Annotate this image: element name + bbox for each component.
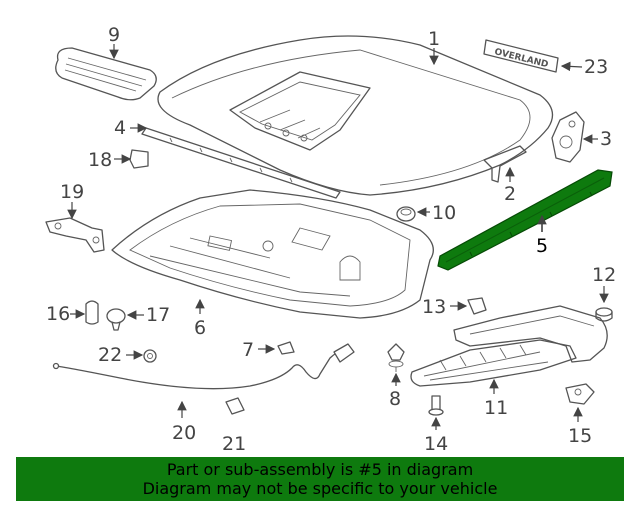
part-12-bumper-stop <box>595 307 613 322</box>
part-3-latch <box>551 111 585 163</box>
callout-12: 12 <box>592 264 616 286</box>
callout-9: 9 <box>108 24 120 46</box>
part-22-grommet <box>143 349 157 363</box>
info-banner: Part or sub-assembly is #5 in diagram Di… <box>16 457 624 501</box>
callout-3: 3 <box>600 128 612 150</box>
callout-8: 8 <box>389 388 401 410</box>
callout-10: 10 <box>432 202 456 224</box>
part-5-seal-highlighted <box>437 169 613 271</box>
part-11-air-duct <box>410 305 608 387</box>
callout-17: 17 <box>146 304 170 326</box>
part-4-weatherstrip <box>141 127 341 199</box>
callout-21: 21 <box>222 433 246 455</box>
callout-7: 7 <box>242 339 254 361</box>
callout-16: 16 <box>46 303 70 325</box>
part-20-release-cable <box>52 343 355 390</box>
callout-1: 1 <box>428 28 440 50</box>
part-14-bolt <box>428 395 444 416</box>
banner-line-1: Part or sub-assembly is #5 in diagram <box>166 460 474 479</box>
part-9-hood-vent <box>55 47 157 101</box>
callout-2: 2 <box>504 183 516 205</box>
parts-diagram: 9 1 OVERLAND 23 4 18 3 2 <box>45 24 616 455</box>
part-23-emblem: OVERLAND <box>483 39 559 73</box>
part-17-push-pin <box>106 308 126 331</box>
part-18-clip <box>129 149 149 169</box>
part-2-striker <box>483 145 527 183</box>
callout-5: 5 <box>536 235 548 257</box>
callout-19: 19 <box>60 181 84 203</box>
part-13-clip <box>467 297 487 315</box>
callout-20: 20 <box>172 422 196 444</box>
leader-23 <box>560 61 583 72</box>
part-10-bumper <box>396 206 416 222</box>
callout-14: 14 <box>424 433 448 455</box>
callout-15: 15 <box>568 425 592 447</box>
part-21-clip <box>225 397 245 415</box>
callout-18: 18 <box>88 149 112 171</box>
callout-4: 4 <box>114 117 126 139</box>
part-16-plug <box>85 300 99 325</box>
part-19-hinge <box>45 217 105 253</box>
part-15-bracket <box>565 383 595 405</box>
callout-13: 13 <box>422 296 446 318</box>
banner-line-2: Diagram may not be specific to your vehi… <box>142 479 498 498</box>
callout-23: 23 <box>584 56 608 78</box>
part-8-retainer <box>387 343 405 372</box>
callout-6: 6 <box>194 317 206 339</box>
callout-11: 11 <box>484 397 508 419</box>
part-1-hood <box>157 35 554 196</box>
part-7-clip <box>277 341 295 355</box>
callout-22: 22 <box>98 344 122 366</box>
part-6-insulator <box>111 189 434 319</box>
